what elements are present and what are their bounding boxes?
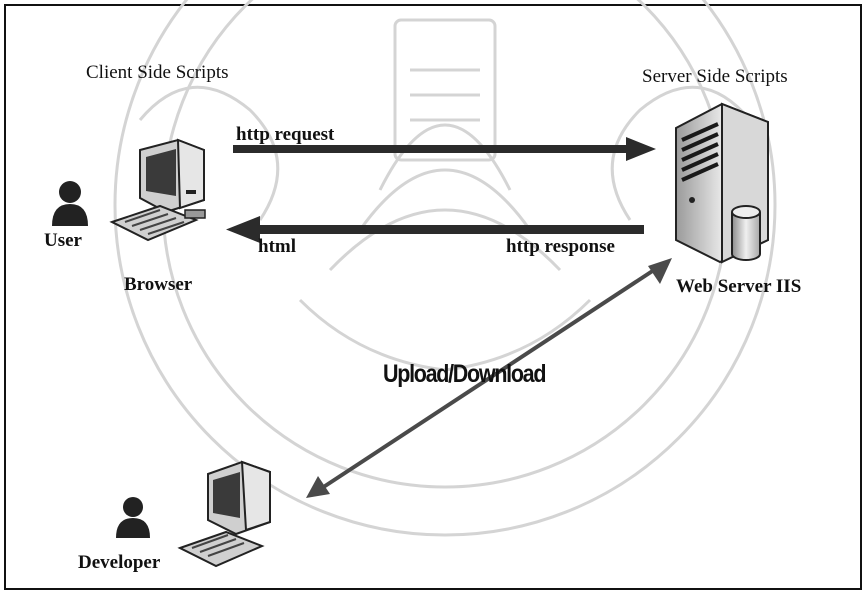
developer-person-icon — [116, 497, 150, 538]
http-request-arrow — [233, 137, 656, 161]
developer-label: Developer — [78, 552, 161, 573]
upload-download-label: Upload/Download — [383, 360, 546, 388]
client-side-label: Client Side Scripts — [86, 62, 229, 83]
web-server-label: Web Server IIS — [676, 276, 802, 297]
browser-label: Browser — [124, 274, 193, 295]
server-tower-icon — [675, 102, 769, 264]
server-side-label: Server Side Scripts — [642, 66, 788, 87]
html-label: html — [258, 236, 296, 257]
user-label: User — [44, 230, 82, 251]
http-response-arrow — [226, 216, 644, 243]
http-request-label: http request — [236, 124, 335, 145]
developer-desktop-computer-icon — [177, 460, 271, 568]
browser-desktop-computer-icon — [109, 138, 206, 242]
user-person-icon — [52, 181, 88, 226]
database-cylinder-icon — [731, 205, 761, 261]
http-response-label: http response — [506, 236, 615, 257]
upload-download-arrow — [306, 258, 672, 498]
